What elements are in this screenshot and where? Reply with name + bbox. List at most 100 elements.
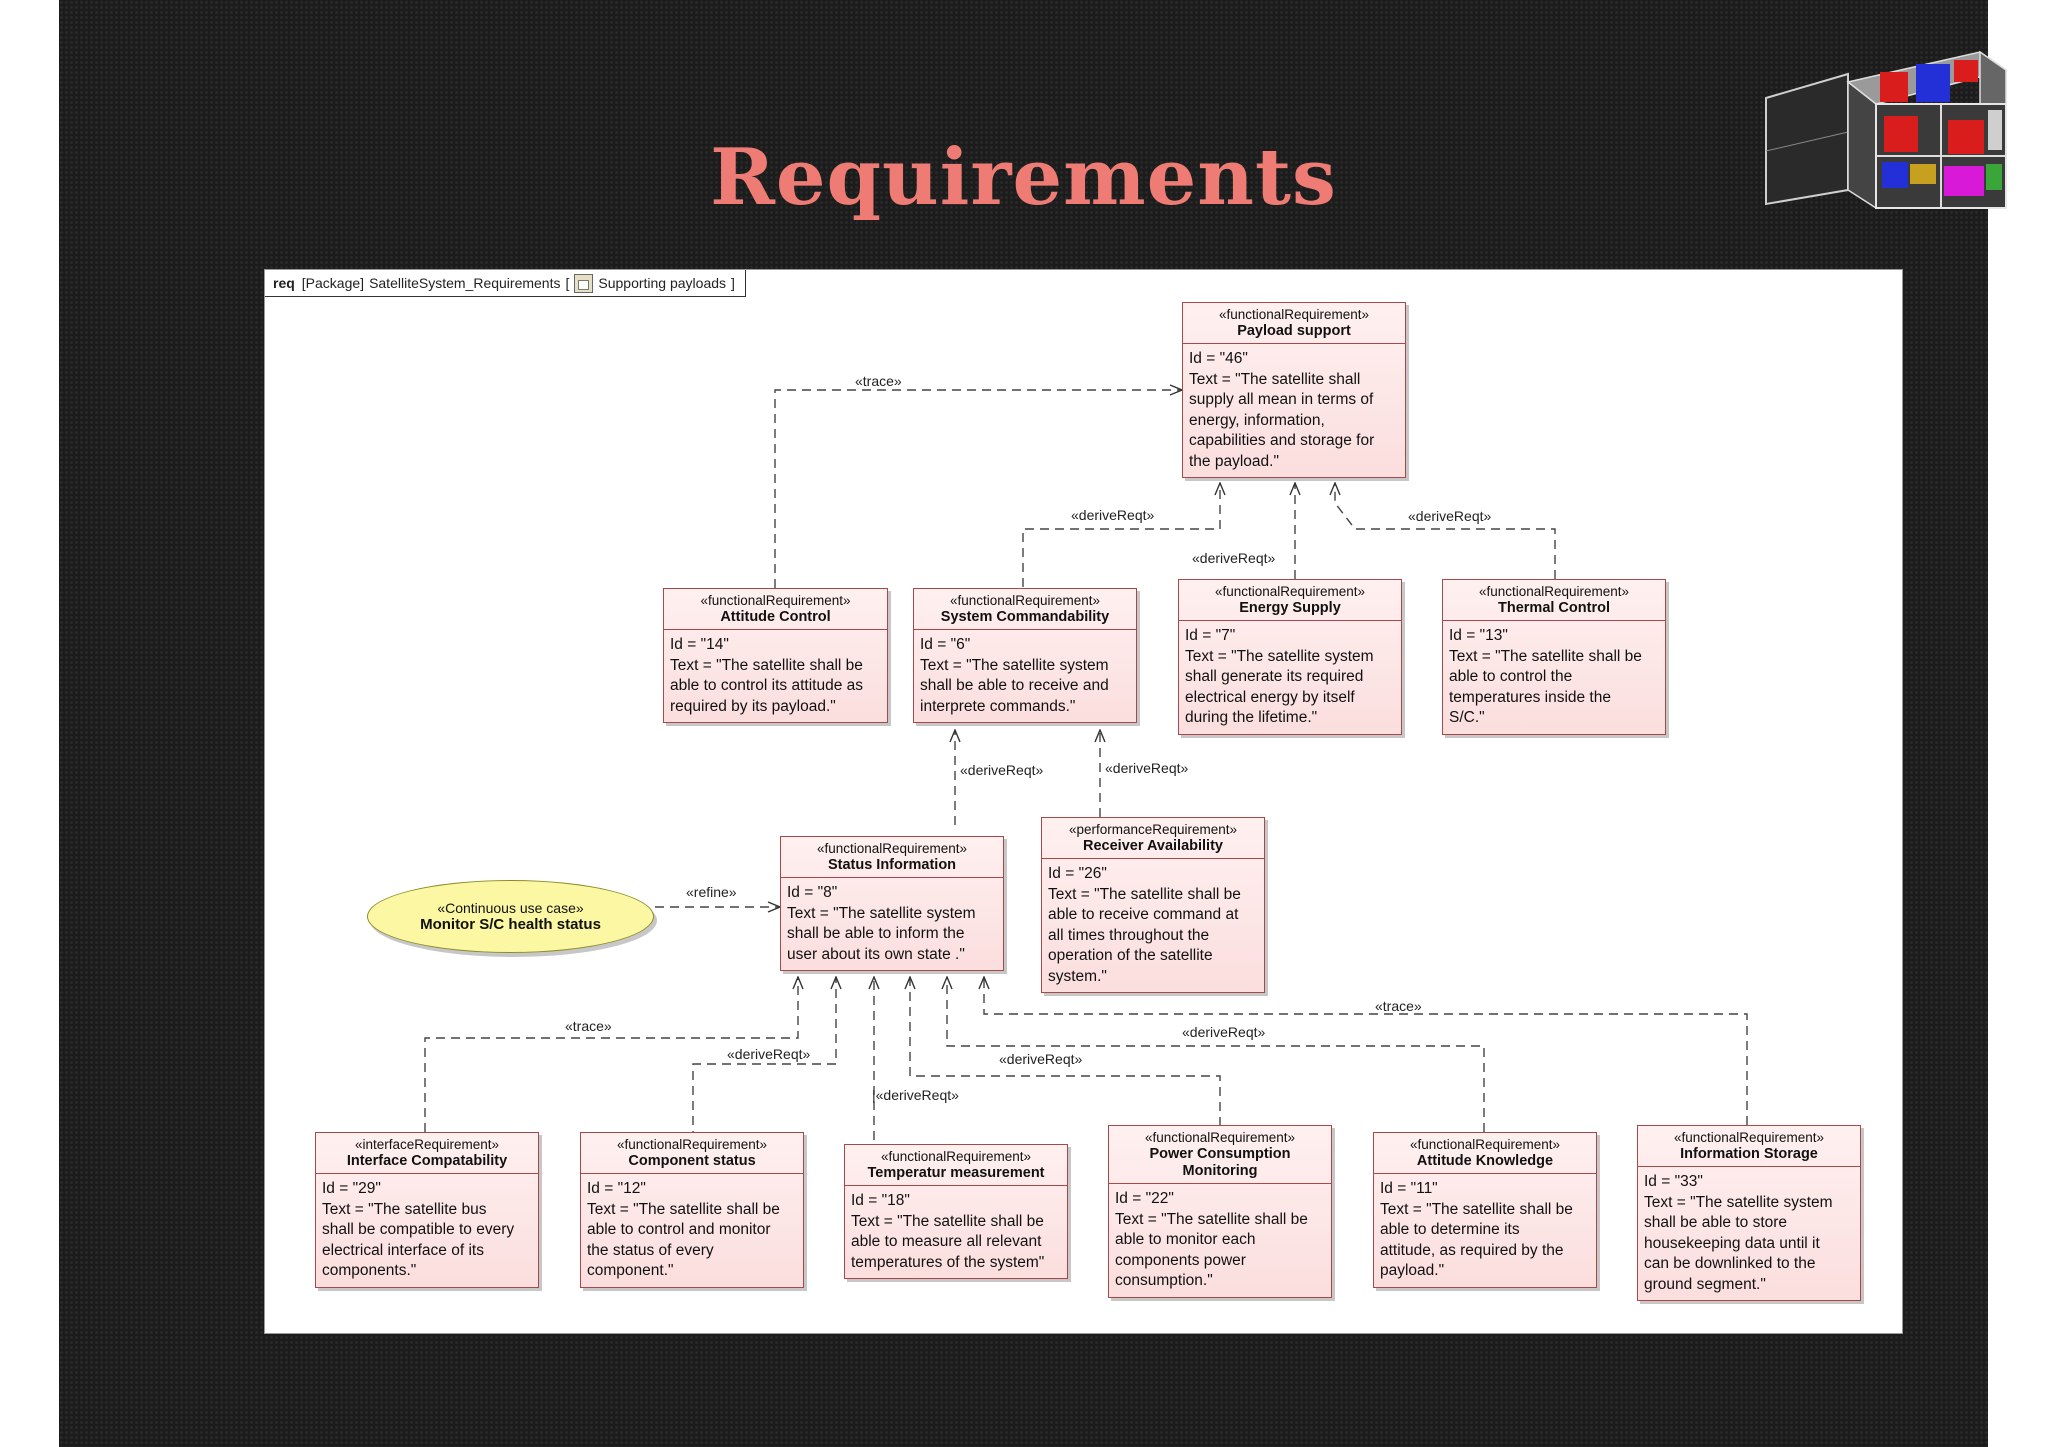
trace-edge-attitude-control — [774, 390, 1182, 588]
diagram-icon — [574, 273, 594, 293]
req-text-line: components power — [1115, 1251, 1246, 1269]
req-information-storage[interactable]: «functionalRequirement»Information Stora… — [1637, 1125, 1861, 1301]
req-id: Id = "26" — [1048, 865, 1107, 882]
slide-background: Requirements req [Package] SatelliteSyst… — [59, 0, 2008, 1447]
req-text-line: consumption." — [1115, 1272, 1213, 1289]
req-text-line: Text = "The satellite system — [920, 656, 1109, 674]
stereotype: «functionalRequirement» — [700, 593, 851, 608]
req-name: Interface Compatability — [346, 1153, 508, 1169]
req-id: Id = "6" — [920, 636, 971, 653]
req-text-line: shall generate its required — [1185, 668, 1364, 685]
req-id: Id = "13" — [1449, 627, 1508, 644]
req-text-line: Text = "The satellite bus — [322, 1200, 487, 1218]
label-derive-power: «deriveReqt» — [999, 1051, 1082, 1067]
req-text-line: Text = "The satellite shall be — [1115, 1210, 1308, 1228]
usecase-name: Monitor S/C health status — [420, 916, 601, 933]
req-text-line: able to determine its — [1380, 1221, 1520, 1238]
trace-edge-interface-compatability — [424, 977, 798, 1132]
req-name: Energy Supply — [1239, 600, 1341, 616]
usecase-monitor-health[interactable]: «Continuous use case» Monitor S/C health… — [367, 880, 654, 953]
req-id: Id = "29" — [322, 1180, 381, 1197]
req-thermal-control[interactable]: «functionalRequirement»Thermal Control I… — [1442, 579, 1666, 735]
req-text-line: operation of the satellite — [1048, 947, 1213, 964]
req-interface-compatability[interactable]: «interfaceRequirement»Interface Compatab… — [315, 1132, 539, 1288]
req-text-line: Text = "The satellite shall — [1189, 370, 1361, 388]
frame-bracket: [ — [565, 275, 570, 291]
frame-kind: req — [273, 275, 295, 291]
stereotype: «functionalRequirement» — [616, 1137, 768, 1152]
requirements-diagram-frame: req [Package] SatelliteSystem_Requiremen… — [264, 269, 1903, 1334]
req-status-information[interactable]: «functionalRequirement»Status Informatio… — [780, 836, 1004, 971]
req-payload-support[interactable]: «functionalRequirement»Payload support I… — [1182, 302, 1406, 478]
req-text-line: shall be compatible to every — [322, 1221, 515, 1238]
req-text-line: electrical energy by itself — [1185, 688, 1355, 706]
req-energy-supply[interactable]: «functionalRequirement»Energy Supply Id … — [1178, 579, 1402, 735]
req-text-line: able to control the — [1449, 668, 1573, 685]
req-id: Id = "8" — [787, 884, 838, 901]
stereotype: «interfaceRequirement» — [354, 1137, 500, 1152]
req-text-line: capabilities and storage for — [1189, 432, 1375, 449]
label-derive-receiver: «deriveReqt» — [1105, 760, 1188, 776]
label-trace-right: «trace» — [1375, 998, 1422, 1014]
req-text-line: system." — [1048, 967, 1107, 985]
req-text-line: components." — [322, 1262, 417, 1279]
req-text-line: shall be able to receive and — [920, 677, 1109, 694]
req-name: System Commandability — [940, 609, 1110, 625]
stereotype: «functionalRequirement» — [1673, 1130, 1825, 1145]
req-name: Receiver Availability — [1083, 838, 1223, 854]
label-derive-temperatur: |«deriveReqt» — [872, 1087, 959, 1103]
req-text-line: user about its own state ." — [787, 945, 965, 963]
req-temperatur-measurement[interactable]: «functionalRequirement»Temperatur measur… — [844, 1144, 1068, 1279]
req-text-line: energy, information, — [1189, 411, 1325, 429]
req-name: Temperatur measurement — [867, 1165, 1045, 1181]
req-text-line: supply all mean in terms of — [1189, 391, 1374, 408]
stereotype: «performanceRequirement» — [1068, 822, 1238, 837]
req-power-consumption[interactable]: «functionalRequirement»Power Consumption… — [1108, 1125, 1332, 1298]
req-attitude-knowledge[interactable]: «functionalRequirement»Attitude Knowledg… — [1373, 1132, 1597, 1288]
req-name: Information Storage — [1680, 1146, 1818, 1162]
req-text-line: Text = "The satellite shall be — [670, 656, 863, 674]
req-system-commandability[interactable]: «functionalRequirement»System Commandabi… — [913, 588, 1137, 723]
label-trace-top: «trace» — [855, 373, 902, 389]
req-name: Attitude Knowledge — [1416, 1153, 1554, 1169]
stereotype: «functionalRequirement» — [1214, 584, 1366, 599]
req-id: Id = "12" — [587, 1180, 646, 1197]
req-id: Id = "46" — [1189, 350, 1248, 367]
req-text-line: all times throughout the — [1048, 926, 1210, 944]
trace-edge-information-storage — [984, 977, 1748, 1125]
stereotype: «functionalRequirement» — [1218, 307, 1370, 322]
req-component-status[interactable]: «functionalRequirement»Component status … — [580, 1132, 804, 1288]
stereotype: «functionalRequirement» — [949, 593, 1101, 608]
req-id: Id = "33" — [1644, 1173, 1703, 1190]
diagram-frame-label: req [Package] SatelliteSystem_Requiremen… — [265, 270, 746, 297]
req-text-line: attitude, as required by the — [1380, 1241, 1564, 1259]
frame-diagram-name: Supporting payloads — [598, 275, 727, 291]
req-text-line: Text = "The satellite shall be — [851, 1212, 1044, 1230]
req-text-line: S/C." — [1449, 709, 1485, 726]
req-attitude-control[interactable]: «functionalRequirement»Attitude Control … — [663, 588, 888, 723]
req-text-line: shall be able to inform the — [787, 925, 965, 942]
req-text-line: able to receive command at — [1048, 906, 1239, 923]
derive-edge-power-consumption — [910, 977, 1221, 1126]
label-derive-energy: «deriveReqt» — [1192, 550, 1275, 566]
req-text-line: required by its payload." — [670, 697, 836, 715]
req-name: Power Consumption Monitoring — [1149, 1146, 1291, 1179]
stereotype: «functionalRequirement» — [1144, 1130, 1296, 1145]
label-derive-component: «deriveReqt» — [727, 1046, 810, 1062]
req-text-line: Text = "The satellite shall be — [1380, 1200, 1573, 1218]
stereotype: «functionalRequirement» — [1478, 584, 1630, 599]
req-name: Thermal Control — [1498, 600, 1610, 616]
req-text-line: able to measure all relevant — [851, 1233, 1042, 1250]
frame-close: ] — [731, 275, 735, 291]
req-receiver-availability[interactable]: «performanceRequirement»Receiver Availab… — [1041, 817, 1265, 993]
req-text-line: payload." — [1380, 1262, 1445, 1279]
req-name: Status Information — [827, 857, 957, 873]
req-text-line: Text = "The satellite system — [1185, 647, 1374, 665]
stereotype: «functionalRequirement» — [880, 1149, 1032, 1164]
req-id: Id = "18" — [851, 1192, 910, 1209]
req-text-line: component." — [587, 1262, 674, 1279]
req-text-line: able to control and monitor — [587, 1221, 771, 1238]
derive-edge-system-commandability — [1022, 483, 1220, 587]
req-id: Id = "7" — [1185, 627, 1236, 644]
req-text-line: during the lifetime." — [1185, 709, 1318, 726]
